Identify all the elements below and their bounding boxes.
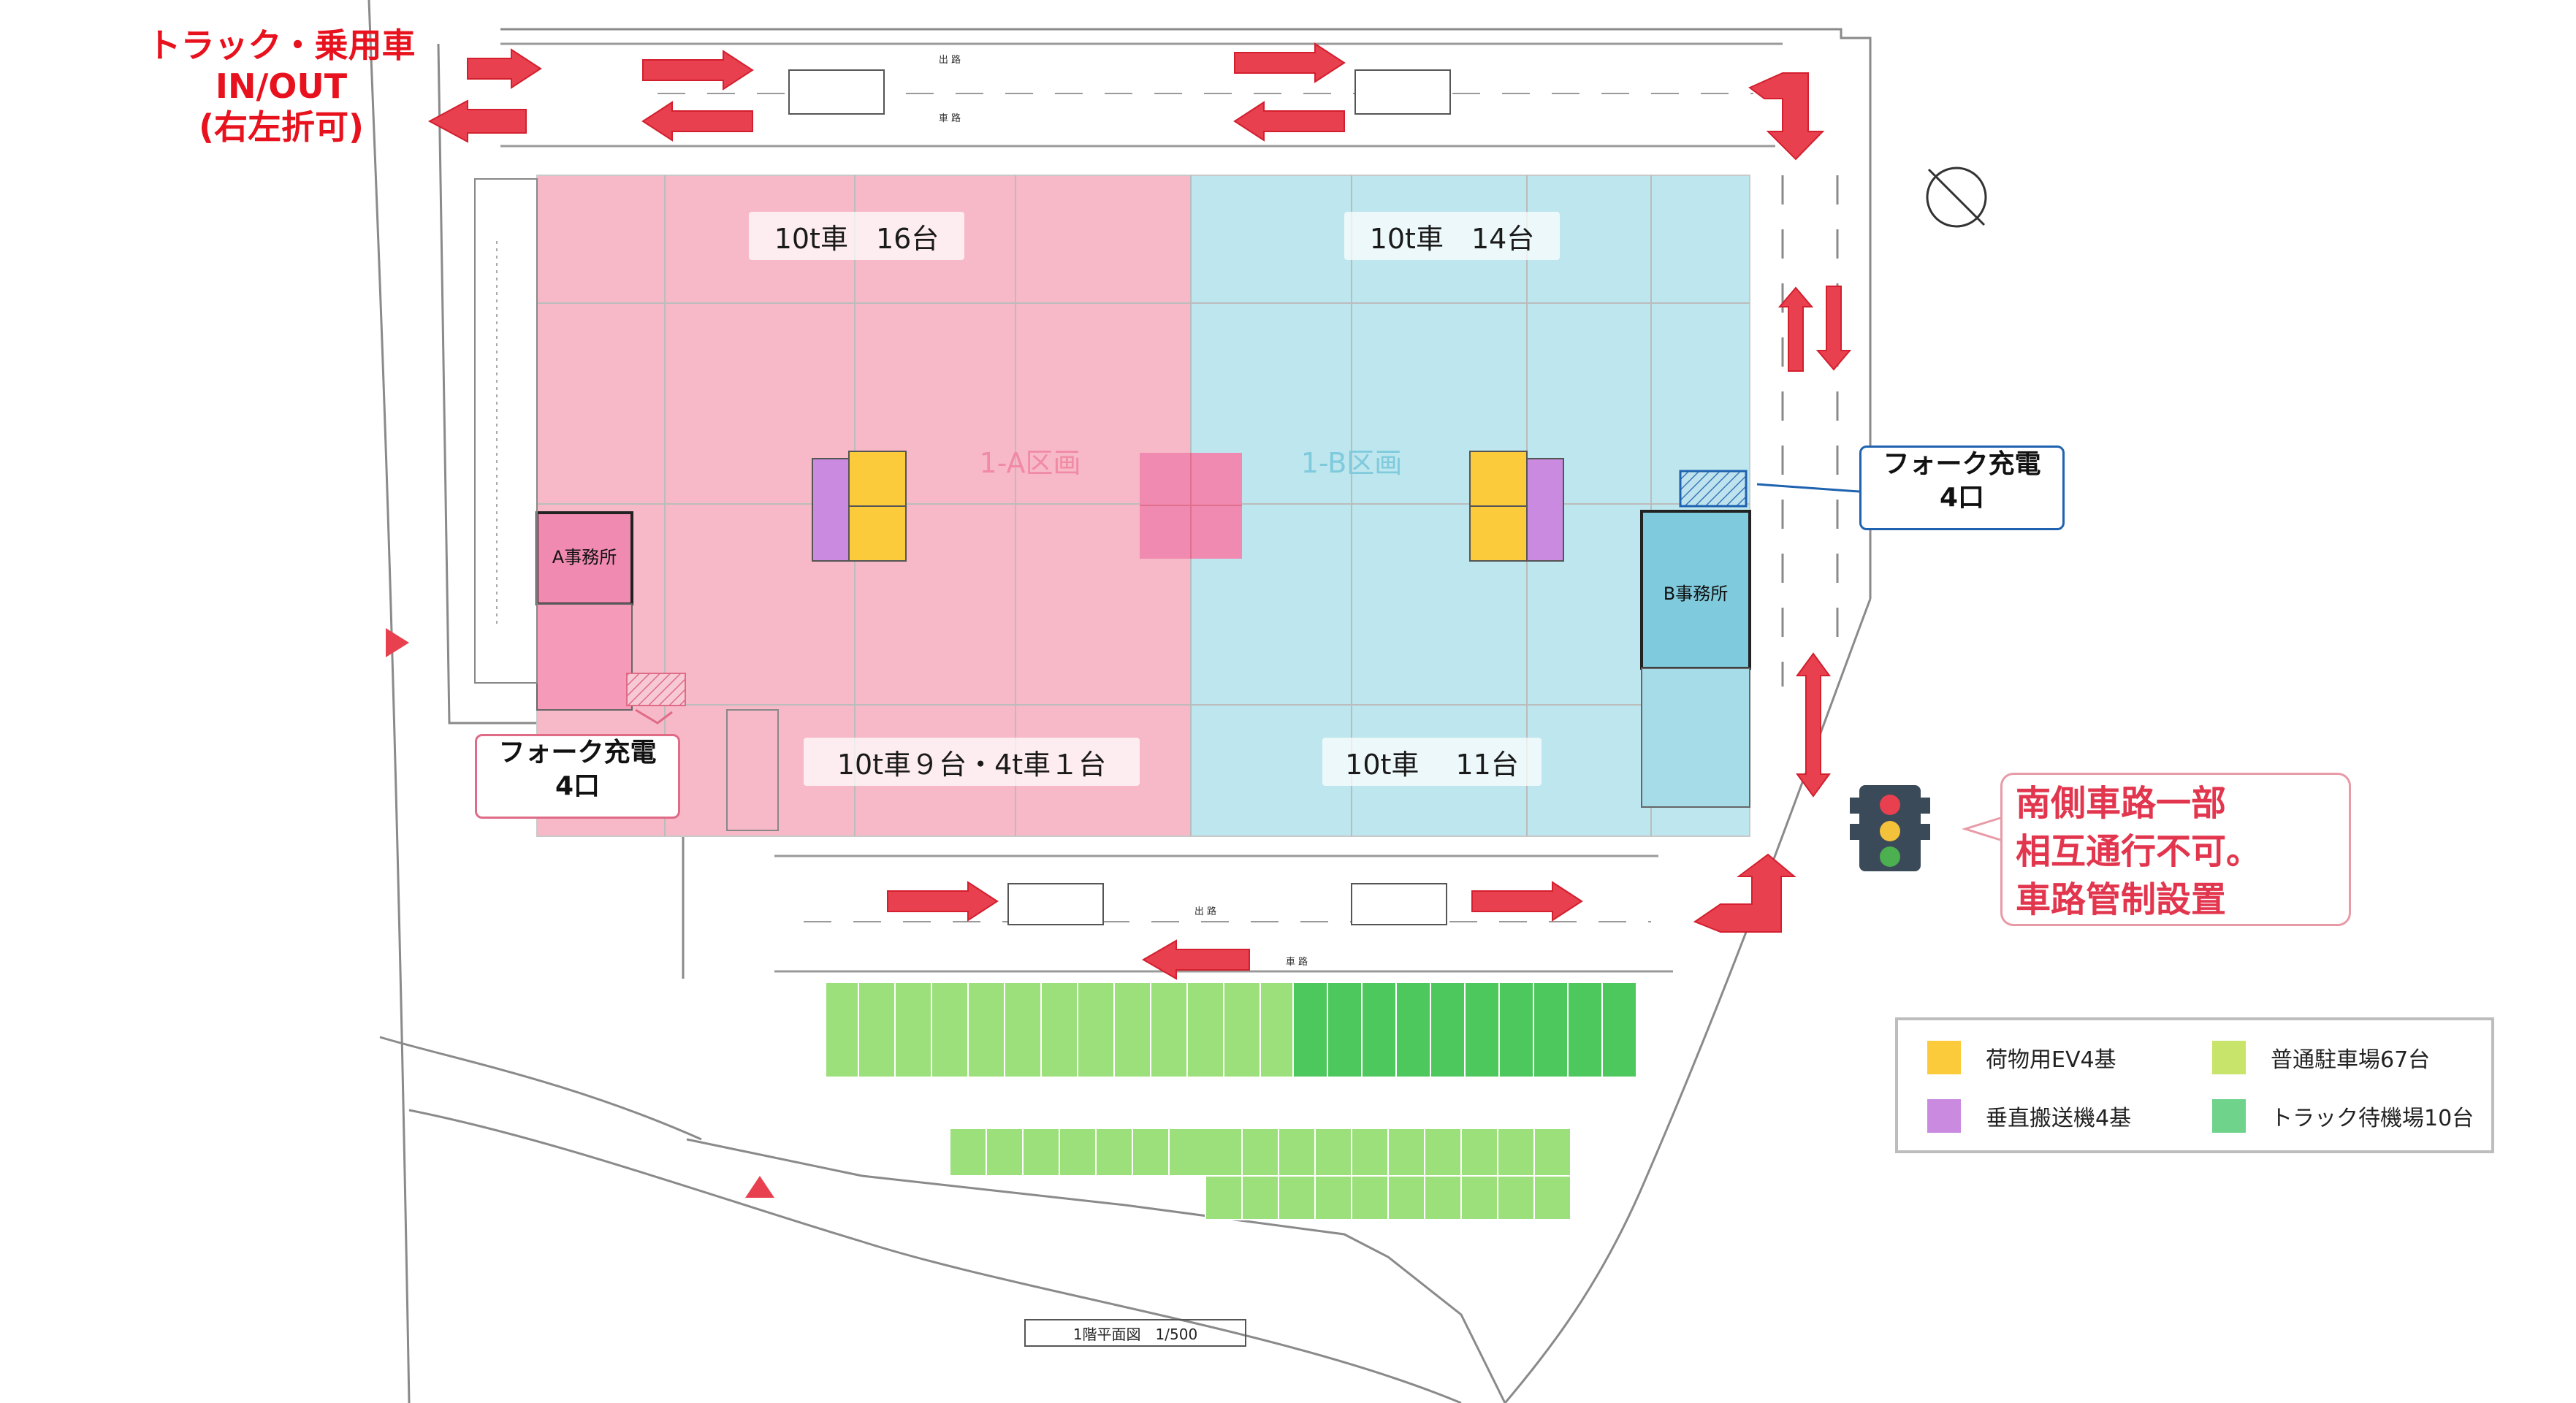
zone-a-name: 1-A区画 xyxy=(979,446,1081,479)
zone-a-north-capacity: 10t車 16台 xyxy=(749,212,964,260)
north-road xyxy=(500,42,1783,148)
arrow-south-1-east xyxy=(887,881,999,922)
notice-line1: 南側車路一部 xyxy=(2016,783,2227,824)
compass xyxy=(1926,167,1987,228)
truck-waiting-area xyxy=(1292,982,1637,1078)
office-b-room xyxy=(1640,510,1751,670)
arrow-north-2-east xyxy=(1234,42,1346,83)
arrow-east-twoway xyxy=(1796,652,1831,798)
legend-item-ev: 荷物用EV4基 xyxy=(1927,1041,2116,1074)
zone-b-south-capacity: 10t車 11台 xyxy=(1322,738,1542,786)
legend-item-truck-waiting: トラック待機場10台 xyxy=(2212,1099,2474,1133)
office-b-label: B事務所 xyxy=(1663,583,1729,604)
arrow-north-2-west xyxy=(1233,101,1345,142)
south-road-notice: 南側車路一部 相互通行不可。 車路管制設置 xyxy=(2000,773,2351,926)
arrow-west-exit xyxy=(427,99,527,143)
notice-line2: 相互通行不可。 xyxy=(2016,831,2262,872)
fork-charge-west-spot xyxy=(626,673,686,706)
car-parking-lower xyxy=(949,1128,1571,1220)
legend-swatch-car-parking xyxy=(2212,1041,2246,1074)
zone-a-south-capacity: 10t車９台・4t車１台 xyxy=(804,738,1140,786)
traffic-arrows xyxy=(427,42,1852,980)
road-north-label-top: 出 路 xyxy=(938,54,961,66)
road-south-label-bottom: 車 路 xyxy=(1285,956,1308,968)
south-road xyxy=(774,855,1673,973)
office-b-annex xyxy=(1641,668,1750,808)
fork-charge-west-count: 4口 xyxy=(555,771,601,801)
fork-charge-east-spot xyxy=(1679,470,1748,508)
road-south-label-top: 出 路 xyxy=(1194,906,1217,917)
legend-item-conveyor: 垂直搬送機4基 xyxy=(1927,1099,2131,1133)
entrance-marker-west xyxy=(386,628,409,657)
legend-item-car-parking: 普通駐車場67台 xyxy=(2212,1041,2430,1074)
entrance-line3: (右左折可) xyxy=(198,107,365,147)
arrow-east-entry xyxy=(467,48,542,89)
legend-label-car-parking: 普通駐車場67台 xyxy=(2271,1047,2431,1073)
arrow-se-corner xyxy=(1693,853,1796,933)
arrow-south-2-east xyxy=(1471,881,1583,922)
legend-label-conveyor: 垂直搬送機4基 xyxy=(1986,1106,2132,1131)
arrow-south-west xyxy=(1142,939,1250,980)
legend-swatch-ev xyxy=(1927,1041,1961,1074)
zone-b-name: 1-B区画 xyxy=(1300,446,1403,479)
arrow-north-1-west xyxy=(641,101,753,142)
arrow-north-1-east xyxy=(642,50,754,91)
scale-caption: 1階平面図 1/500 xyxy=(1024,1319,1246,1347)
east-road xyxy=(1781,175,1839,687)
fork-charge-west-title: フォーク充電 xyxy=(498,738,657,768)
fork-charge-east-title: フォーク充電 xyxy=(1883,449,2041,479)
arrow-east-down xyxy=(1815,286,1852,371)
zone-b-lifts xyxy=(1469,451,1564,562)
car-parking-upper xyxy=(825,982,1294,1078)
entrance-line2: IN/OUT xyxy=(215,66,348,106)
zone-a-lifts xyxy=(812,451,907,562)
west-corridor xyxy=(474,178,538,684)
arrow-east-up xyxy=(1777,286,1814,372)
road-north-label-bottom: 車 路 xyxy=(938,112,961,124)
sw-stair xyxy=(726,709,779,831)
fork-charge-callout-east: フォーク充電 4口 xyxy=(1859,446,2065,530)
arrow-ne-corner xyxy=(1748,72,1825,161)
zone-b-north-capacity: 10t車 14台 xyxy=(1344,212,1560,260)
office-a-label: A事務所 xyxy=(552,546,617,567)
fork-charge-east-count: 4口 xyxy=(1939,483,1985,513)
legend-label-ev: 荷物用EV4基 xyxy=(1986,1047,2116,1073)
notice-line3: 車路管制設置 xyxy=(2016,879,2227,920)
legend-swatch-truck-waiting xyxy=(2212,1099,2246,1133)
entrance-label: トラック・乗用車 IN/OUT (右左折可) xyxy=(110,25,453,148)
entrance-line1: トラック・乗用車 xyxy=(147,26,416,65)
entrance-marker-south xyxy=(745,1176,774,1198)
legend-swatch-conveyor xyxy=(1927,1099,1961,1133)
legend: 荷物用EV4基 普通駐車場67台 垂直搬送機4基 トラック待機場10台 xyxy=(1895,1017,2494,1153)
legend-label-truck-waiting: トラック待機場10台 xyxy=(2271,1106,2474,1131)
fork-charge-callout-west: フォーク充電 4口 xyxy=(475,734,680,819)
office-a-annex xyxy=(536,603,633,711)
traffic-light-icon xyxy=(1850,785,1930,871)
